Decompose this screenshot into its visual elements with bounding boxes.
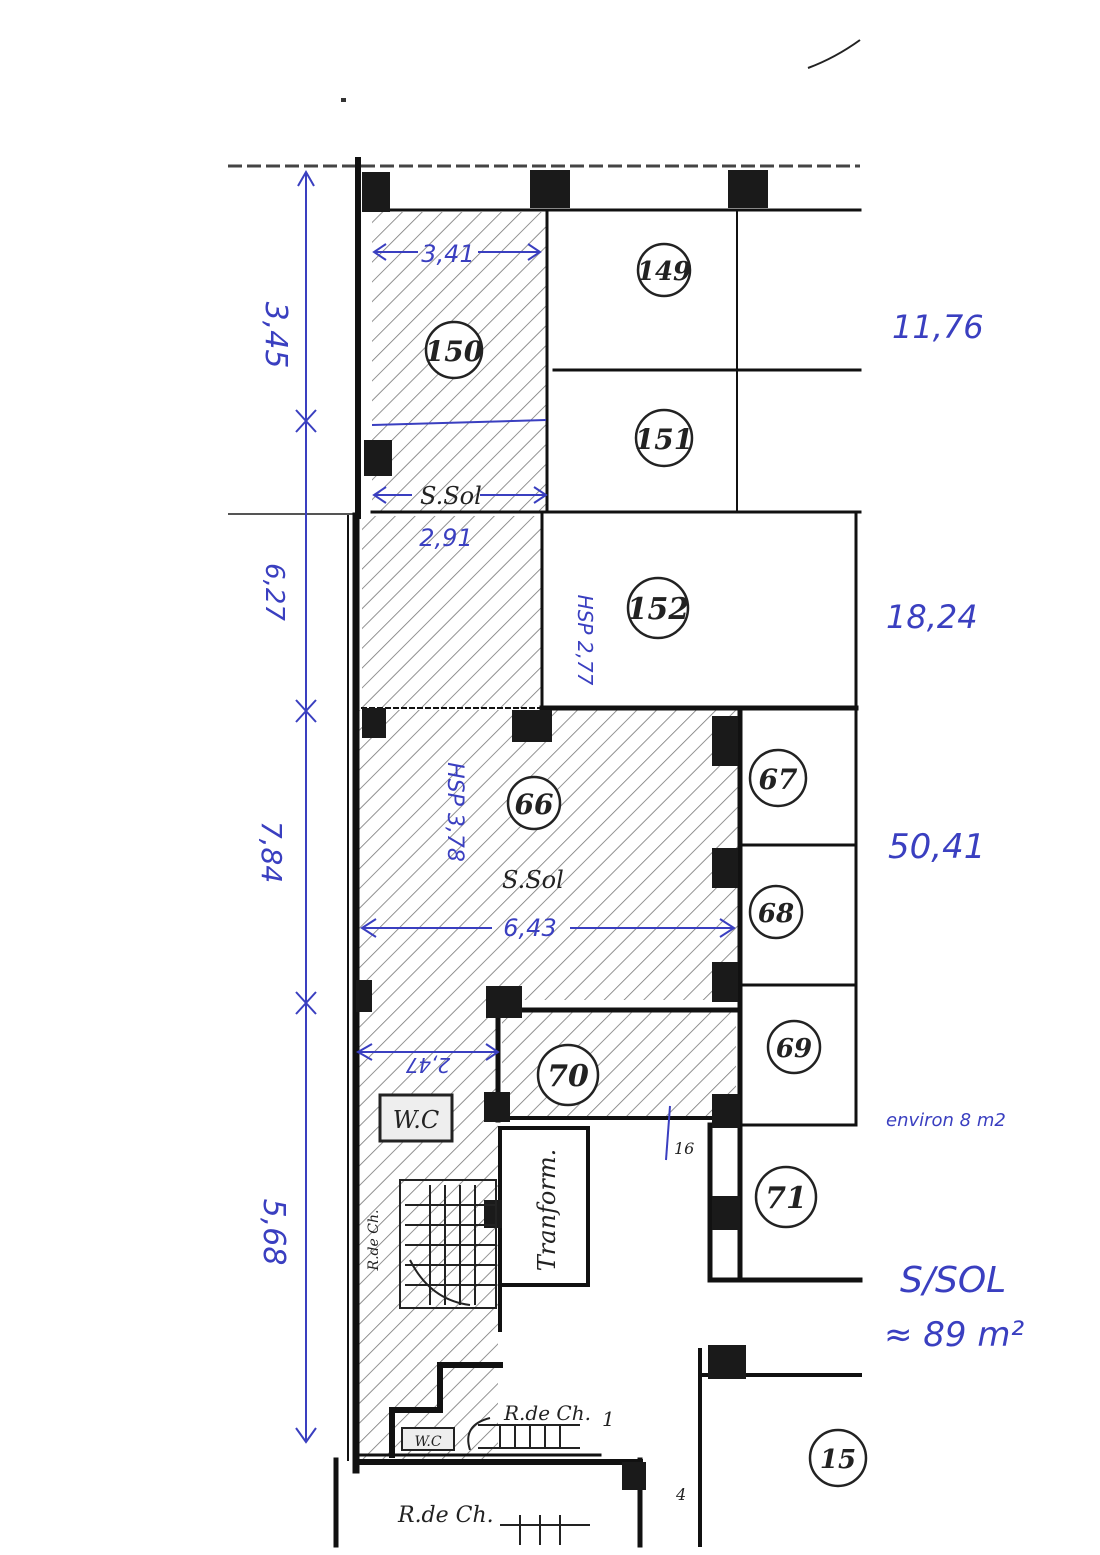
room-67: 67 <box>759 763 798 796</box>
area-50-41: 50,41 <box>888 827 985 867</box>
dim-6-43: 6,43 <box>503 914 556 942</box>
room-66: 66 <box>515 788 554 821</box>
wc-label: W.C <box>393 1106 439 1134</box>
wc-small-label: W.C <box>414 1434 441 1450</box>
dim-2-47: 2,47 <box>405 1053 450 1077</box>
room-149: 149 <box>637 257 691 287</box>
r-de-ch-label-1: R.de Ch. <box>503 1401 591 1425</box>
dim-2-91: 2,91 <box>419 524 472 552</box>
blue-dimension-lines <box>295 169 736 1444</box>
r-de-ch-label-2: R.de Ch. <box>397 1503 494 1528</box>
room-15x: 15 <box>820 1445 856 1475</box>
lower-staircase <box>467 1417 580 1451</box>
dim-hsp-3-78: HSP 3,78 <box>442 762 467 862</box>
pillars <box>356 170 768 1490</box>
dim-3-41: 3,41 <box>421 240 474 268</box>
s-sol-label-mid: S.Sol <box>502 866 564 894</box>
room-150: 150 <box>425 335 484 368</box>
pen-mark <box>807 39 861 69</box>
room-71: 71 <box>765 1181 807 1216</box>
main-staircase <box>399 1179 497 1309</box>
speck <box>341 98 346 102</box>
vert-dim-3-45: 3,45 <box>258 302 293 369</box>
room-69: 69 <box>776 1034 812 1064</box>
r-de-ch-stair-label: R.de Ch. <box>366 1210 382 1272</box>
wc-small-box <box>401 1427 455 1451</box>
total-value: ≈ 89 m² <box>884 1315 1024 1355</box>
dim-hsp-2-77: HSP 2,77 <box>573 595 597 686</box>
hatch-upper-left <box>362 516 542 708</box>
room-152: 152 <box>627 592 690 627</box>
area-18-24: 18,24 <box>886 598 978 636</box>
total-title: S/SOL <box>900 1260 1006 1301</box>
vert-dim-7-84: 7,84 <box>255 821 288 883</box>
room-68: 68 <box>758 899 794 929</box>
hatch-70 <box>502 1012 736 1116</box>
area-11-76: 11,76 <box>892 308 984 346</box>
vert-dim-5-68: 5,68 <box>256 1199 291 1266</box>
vert-dim-6-27: 6,27 <box>259 563 289 621</box>
hatch-66 <box>356 710 738 1000</box>
room-70: 70 <box>547 1059 589 1094</box>
bottom-staircase <box>500 1515 590 1545</box>
s-sol-label-top: S.Sol <box>420 482 482 510</box>
room-151: 151 <box>635 423 693 456</box>
wc-box <box>378 1093 454 1143</box>
transform-label: Tranform. <box>533 1149 561 1271</box>
area-environ: environ 8 m2 <box>886 1110 1006 1131</box>
small-1: 1 <box>602 1407 615 1431</box>
small-16: 16 <box>674 1139 694 1158</box>
small-4: 4 <box>675 1485 686 1504</box>
room-circles <box>424 242 868 1488</box>
